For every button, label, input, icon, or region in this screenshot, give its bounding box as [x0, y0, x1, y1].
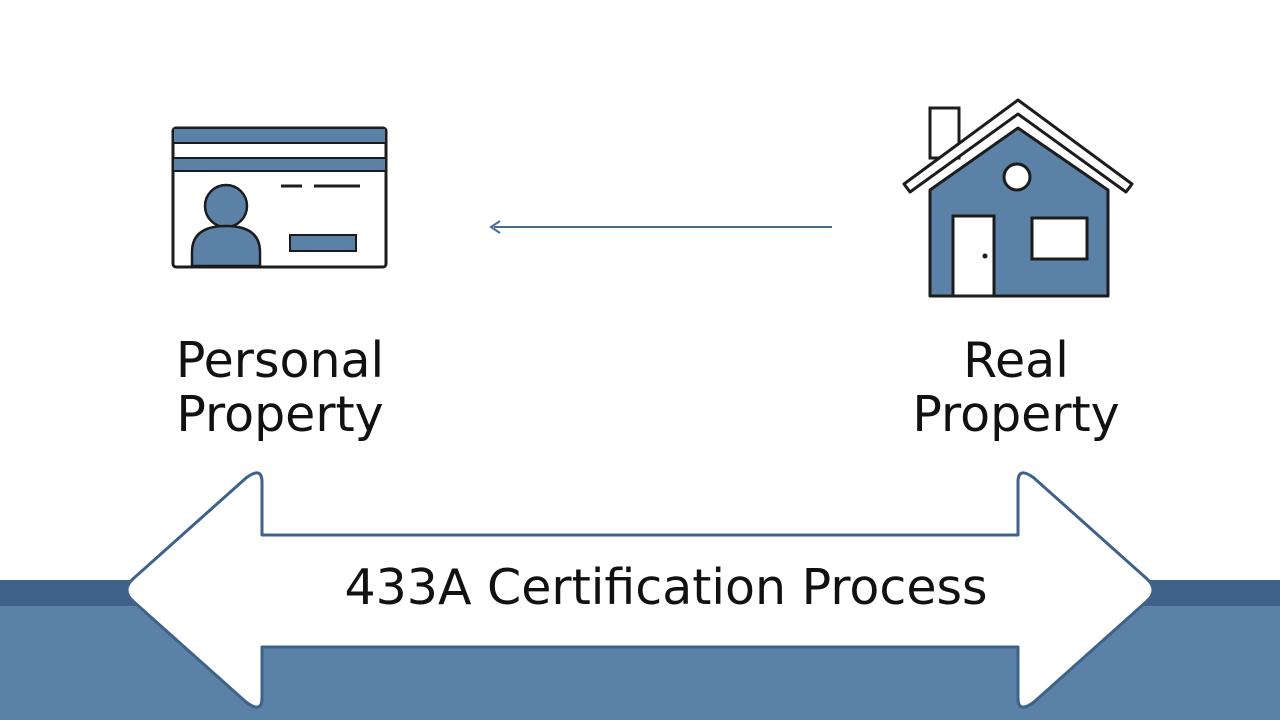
process-label: 433A Certification Process: [344, 559, 988, 616]
process-double-arrow: [125, 471, 1155, 709]
connector-arrow-left: [489, 220, 832, 234]
house-icon: [902, 98, 1134, 298]
personal-property-label: Personal Property: [130, 334, 430, 442]
personal-property-label-line1: Personal: [175, 332, 385, 389]
personal-property-label-line2: Property: [176, 386, 384, 443]
real-property-label-line1: Real: [963, 332, 1069, 389]
id-card-icon: [171, 126, 388, 269]
real-property-label: Real Property: [866, 334, 1166, 442]
real-property-label-line2: Property: [912, 386, 1120, 443]
